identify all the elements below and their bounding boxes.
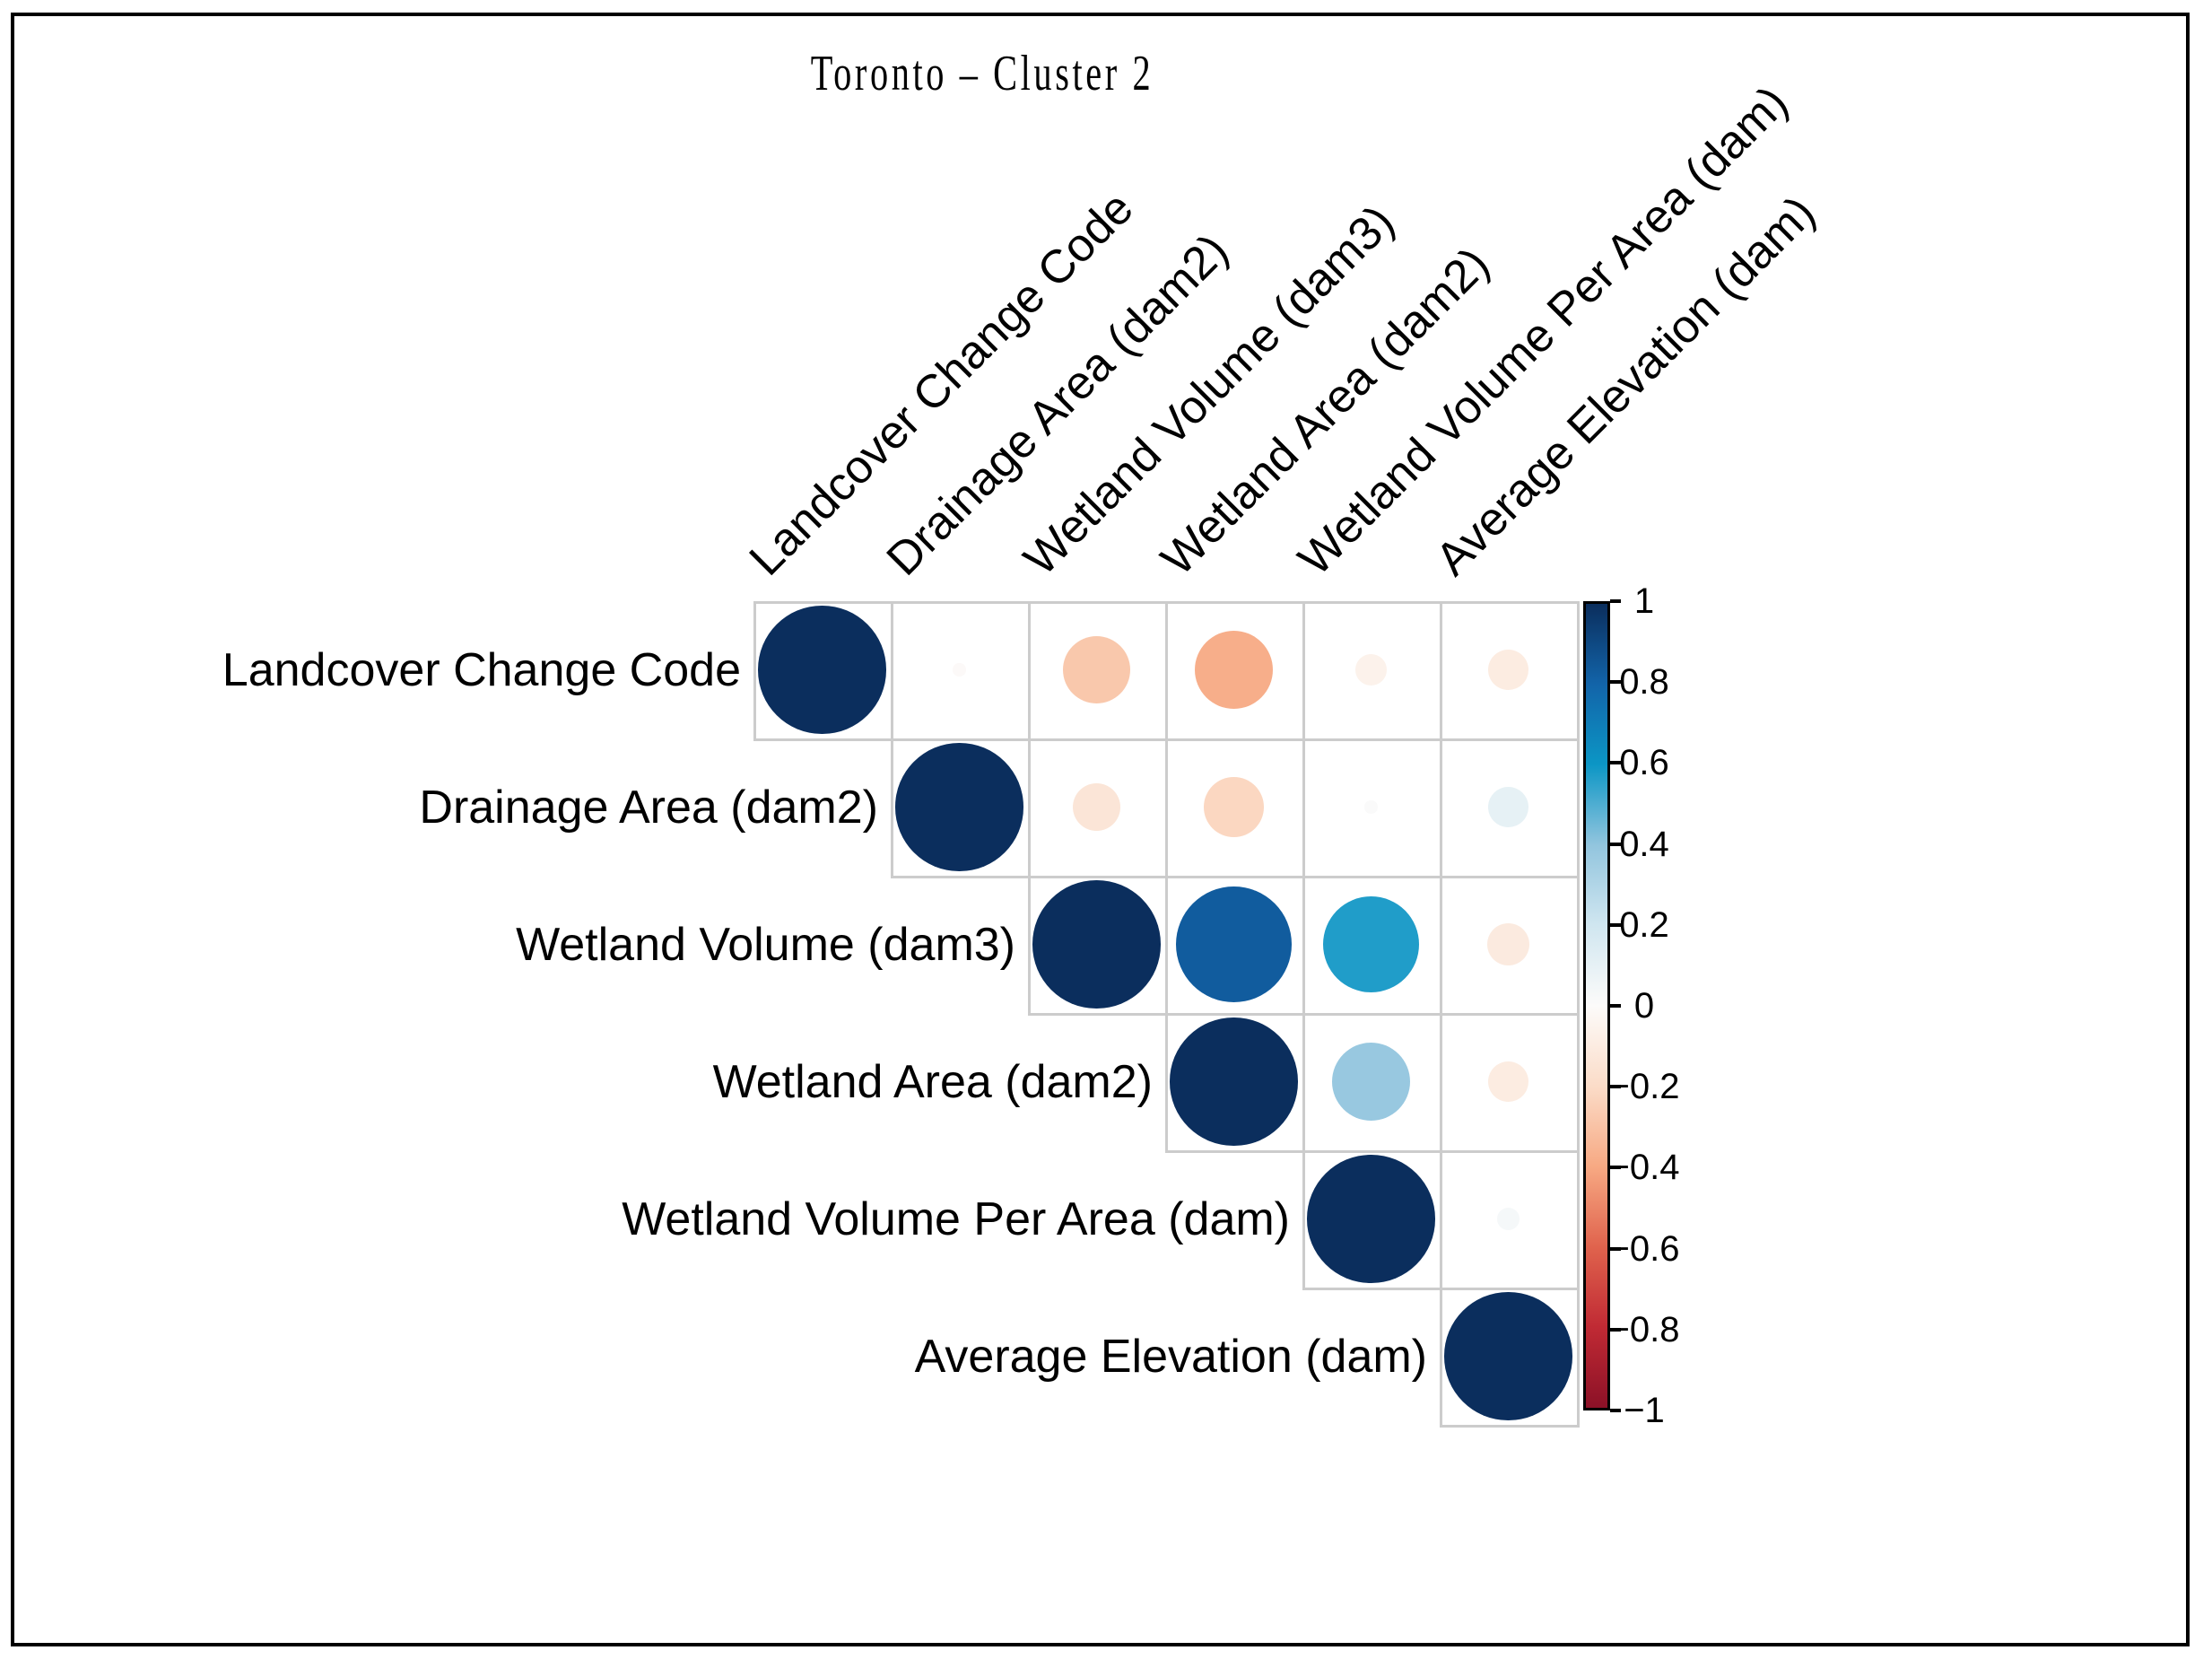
column-label: Wetland Volume Per Area (dam)	[1288, 76, 1798, 586]
correlation-circle	[1322, 895, 1420, 993]
correlation-circle	[1355, 654, 1387, 686]
colorbar-tick-label: 1	[1633, 581, 1655, 621]
correlation-circle	[1486, 922, 1530, 966]
colorbar-tick	[1610, 680, 1621, 685]
matrix-cell	[1028, 876, 1168, 1016]
correlation-circle	[1331, 1042, 1411, 1122]
correlation-circle	[1072, 782, 1121, 832]
colorbar-tick	[1610, 1085, 1621, 1089]
chart-title: Toronto – Cluster 2	[810, 46, 1154, 101]
correlation-circle	[1194, 630, 1274, 710]
colorbar-tick-label: −0.4	[1608, 1148, 1680, 1188]
matrix-cell	[1028, 738, 1168, 878]
matrix-cell	[1302, 876, 1442, 1016]
colorbar-tick-label: 0	[1633, 986, 1655, 1026]
colorbar-tick	[1610, 761, 1621, 765]
correlation-circle	[1497, 1208, 1520, 1230]
matrix-cell	[1028, 601, 1168, 741]
correlation-circle	[895, 743, 1023, 871]
colorbar-tick	[1610, 1327, 1621, 1332]
matrix-cell	[891, 738, 1031, 878]
colorbar-tick-label: −0.2	[1608, 1067, 1680, 1107]
matrix-cell	[753, 601, 893, 741]
colorbar-tick	[1610, 1246, 1621, 1251]
correlation-circle	[1170, 1017, 1298, 1146]
correlation-circle	[953, 663, 966, 677]
colorbar-tick-label: −0.8	[1608, 1309, 1680, 1349]
matrix-cell	[1165, 601, 1305, 741]
matrix-cell	[891, 601, 1031, 741]
row-label: Wetland Area (dam2)	[712, 1055, 1153, 1108]
colorbar-tick	[1610, 1166, 1621, 1170]
correlation-circle	[1444, 1292, 1572, 1420]
row-label: Wetland Volume Per Area (dam)	[622, 1192, 1290, 1245]
matrix-cell	[1440, 1150, 1580, 1290]
colorbar-tick-label: −1	[1624, 1391, 1665, 1430]
matrix-cell	[1302, 601, 1442, 741]
correlation-circle	[1062, 635, 1131, 704]
correlation-circle	[1488, 787, 1528, 827]
row-label: Drainage Area (dam2)	[419, 781, 878, 834]
row-label: Wetland Volume (dam3)	[516, 918, 1015, 971]
colorbar-tick-label: 0.4	[1619, 824, 1669, 864]
correlation-circle	[1204, 777, 1264, 837]
matrix-cell	[1440, 738, 1580, 878]
colorbar-tick-label: 0.8	[1619, 662, 1669, 703]
matrix-cell	[1440, 876, 1580, 1016]
row-label: Landcover Change Code	[222, 643, 741, 696]
correlation-circle	[1488, 1061, 1528, 1102]
matrix-cell	[1302, 738, 1442, 878]
matrix-cell	[1440, 1013, 1580, 1153]
correlation-circle	[1488, 650, 1528, 690]
colorbar-tick	[1610, 842, 1621, 846]
matrix-cell	[1440, 601, 1580, 741]
colorbar-tick	[1610, 599, 1621, 603]
matrix-cell	[1302, 1150, 1442, 1290]
correlation-circle	[758, 606, 886, 734]
matrix-cell	[1165, 876, 1305, 1016]
matrix-cell	[1165, 738, 1305, 878]
correlation-circle	[1032, 880, 1161, 1009]
colorbar-tick	[1610, 922, 1621, 927]
colorbar-tick	[1610, 1409, 1621, 1412]
colorbar	[1583, 601, 1610, 1410]
colorbar-tick-label: −0.6	[1608, 1228, 1680, 1269]
colorbar-tick	[1610, 1004, 1621, 1008]
correlation-circle	[1364, 800, 1378, 814]
correlation-circle	[1307, 1155, 1435, 1283]
row-label: Average Elevation (dam)	[914, 1330, 1427, 1383]
colorbar-tick-label: 0.2	[1619, 904, 1669, 945]
matrix-cell	[1165, 1013, 1305, 1153]
correlation-circle	[1175, 886, 1293, 1003]
matrix-cell	[1302, 1013, 1442, 1153]
matrix-cell	[1440, 1288, 1580, 1428]
colorbar-tick-label: 0.6	[1619, 743, 1669, 783]
